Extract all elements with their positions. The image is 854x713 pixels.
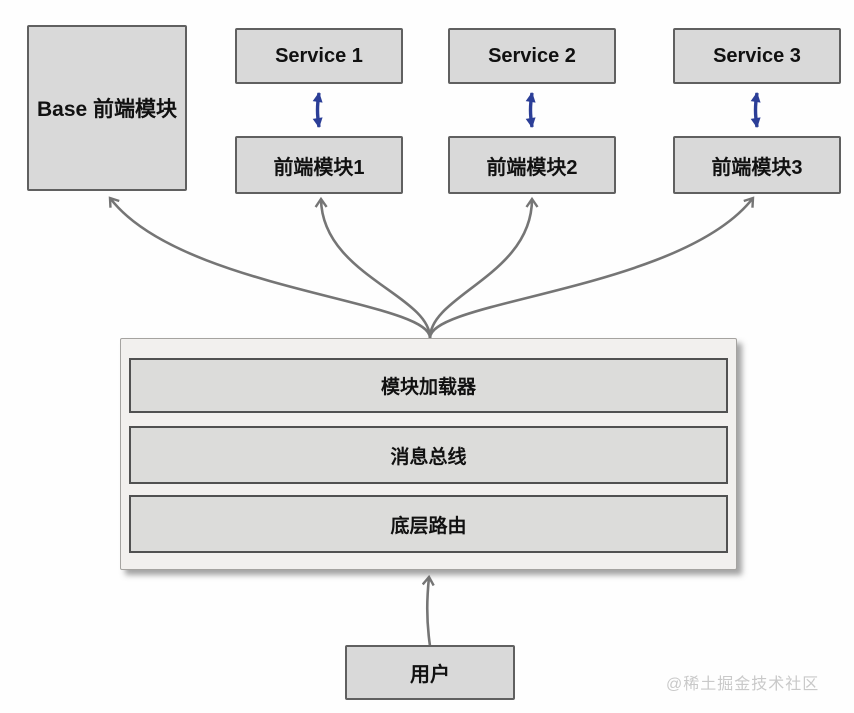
base-routing-label: 底层路由 bbox=[390, 515, 467, 537]
frontend-module-1-label: 前端模块1 bbox=[273, 156, 365, 179]
double-arrow-service-1-module-1 bbox=[312, 92, 323, 128]
frontend-module-2-box: 前端模块2 bbox=[448, 136, 616, 194]
base-frontend-module-box: Base 前端模块 bbox=[27, 25, 187, 191]
double-arrow-service-2-module-2 bbox=[525, 92, 536, 128]
frontend-module-2-label: 前端模块2 bbox=[486, 156, 578, 179]
arrow-platform-to-module-3 bbox=[428, 196, 755, 339]
message-bus-label: 消息总线 bbox=[390, 446, 467, 468]
module-loader-label: 模块加载器 bbox=[380, 377, 476, 398]
base-routing-layer: 底层路由 bbox=[129, 495, 728, 553]
arrow-platform-to-module-2 bbox=[428, 196, 539, 339]
module-loader-layer: 模块加载器 bbox=[129, 358, 728, 413]
frontend-module-3-box: 前端模块3 bbox=[673, 136, 841, 194]
base-frontend-module-label: Base 前端模块 bbox=[36, 98, 178, 121]
arrow-platform-to-module-1 bbox=[314, 196, 432, 339]
double-arrow-service-3-module-3 bbox=[750, 92, 761, 128]
frontend-module-3-label: 前端模块3 bbox=[711, 156, 803, 179]
service-2-box: Service 2 bbox=[448, 28, 616, 84]
service-3-label: Service 3 bbox=[713, 44, 801, 67]
message-bus-layer: 消息总线 bbox=[129, 426, 728, 484]
user-label: 用户 bbox=[410, 664, 450, 686]
service-2-label: Service 2 bbox=[488, 44, 576, 67]
user-box: 用户 bbox=[345, 645, 515, 700]
arrow-user-to-platform bbox=[421, 574, 435, 647]
service-3-box: Service 3 bbox=[673, 28, 841, 84]
watermark: @稀土掘金技术社区 bbox=[666, 676, 820, 693]
service-1-label: Service 1 bbox=[275, 44, 363, 67]
service-1-box: Service 1 bbox=[235, 28, 403, 84]
frontend-module-1-box: 前端模块1 bbox=[235, 136, 403, 194]
platform-container: 模块加载器 消息总线 底层路由 bbox=[120, 338, 737, 570]
arrow-platform-to-base bbox=[108, 196, 432, 339]
